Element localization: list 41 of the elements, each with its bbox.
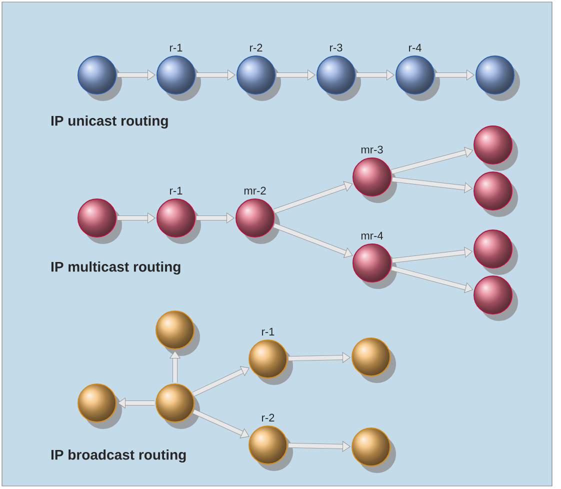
- arrow: [118, 212, 156, 224]
- arrow: [391, 266, 474, 293]
- arrow: [436, 70, 474, 80]
- node-label: r-2: [262, 414, 274, 422]
- section-heading: IP broadcast routing: [51, 449, 186, 463]
- sphere: [352, 338, 396, 383]
- arrow: [392, 246, 472, 264]
- arrow: [192, 366, 250, 396]
- arrow: [391, 147, 474, 174]
- sphere: [476, 56, 520, 101]
- node-label: r-3: [330, 44, 342, 52]
- arrow: [288, 352, 350, 363]
- sphere: [474, 276, 518, 321]
- arrow: [118, 70, 156, 80]
- sphere: [78, 384, 122, 429]
- node-label: r-1: [170, 186, 182, 194]
- arrow: [356, 70, 394, 80]
- sphere: [474, 172, 518, 217]
- sphere: [78, 198, 122, 244]
- sphere: [156, 384, 200, 429]
- arrow: [392, 176, 472, 194]
- node-label: mr-4: [361, 232, 383, 240]
- node-label: mr-3: [361, 146, 383, 154]
- node-label: r-1: [262, 328, 274, 336]
- section-heading: IP multicast routing: [51, 261, 180, 275]
- arrow: [288, 441, 350, 452]
- arrow: [118, 398, 154, 408]
- sphere: [352, 428, 396, 473]
- arrow: [273, 223, 353, 258]
- section-heading: IP unicast routing: [51, 115, 168, 129]
- sphere: [156, 310, 200, 356]
- node-label: r-1: [170, 44, 182, 52]
- arrow: [196, 70, 236, 80]
- arrow: [274, 181, 352, 214]
- sphere: [78, 56, 122, 101]
- node-label: r-4: [409, 44, 422, 52]
- arrow: [276, 70, 316, 80]
- arrow: [196, 212, 234, 224]
- arrow: [192, 409, 250, 438]
- node-label: mr-2: [244, 186, 266, 194]
- node-label: r-2: [250, 44, 262, 52]
